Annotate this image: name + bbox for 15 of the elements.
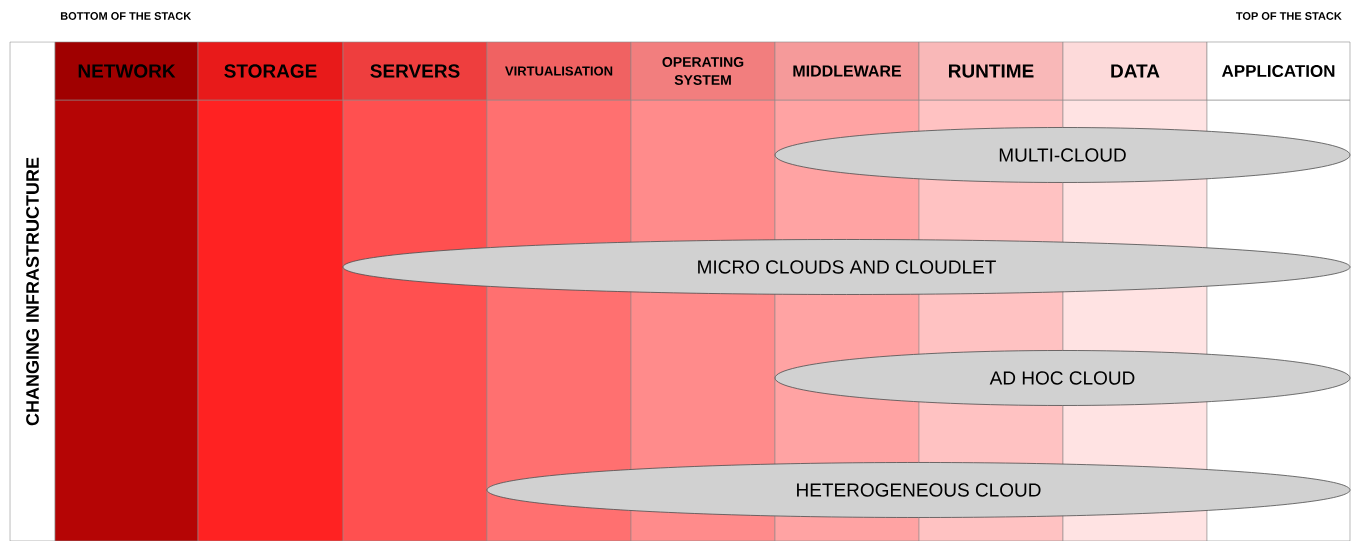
stack-end-label: BOTTOM OF THE STACK [60,12,192,20]
node-label: MIDDLEWARE [793,65,902,77]
stack-end-label: TOP OF THE STACK [1236,12,1342,20]
node-label: RUNTIME [949,64,1034,78]
node-label: APPLICATION [1221,64,1335,78]
stack-layer-column: SERVERS [342,41,488,541]
node-label: SERVERS [370,64,460,78]
stack-layer-column: NETWORK [54,41,199,541]
node-label: OPERATING SYSTEM [662,57,744,85]
side-band: CHANGING INFRASTRUCTURE [9,41,56,541]
stack-layer-column: STORAGE [197,41,344,541]
node-label: VIRTUALISATION [505,66,613,76]
node-label: DATA [1111,64,1160,78]
node-label: NETWORK [78,64,176,78]
node-label: STORAGE [224,64,317,78]
